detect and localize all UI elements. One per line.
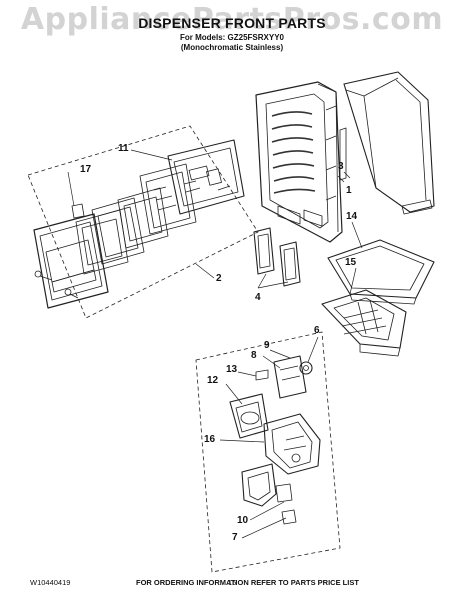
part-10-dispenser-paddle xyxy=(241,463,293,507)
callout-17: 17 xyxy=(80,164,92,175)
callout-11: 11 xyxy=(118,143,129,154)
screw-icon xyxy=(34,270,53,281)
screw-icon xyxy=(64,288,79,299)
model-line: For Models: GZ25FSRXYY0 xyxy=(179,33,285,42)
callout-3: 3 xyxy=(338,161,344,172)
part-7-plug xyxy=(281,509,297,525)
callout-6: 6 xyxy=(314,325,320,336)
callout-2: 2 xyxy=(216,273,222,284)
control-panel-bezel xyxy=(33,213,109,309)
callout-15: 15 xyxy=(345,257,357,268)
callout-8: 8 xyxy=(251,350,257,361)
part-4-light-lenses xyxy=(253,227,301,287)
part-2-control-panel-stack xyxy=(71,163,197,275)
page-number: 15 xyxy=(227,578,237,587)
callout-10: 10 xyxy=(237,515,249,526)
part-8-switch-assembly xyxy=(273,355,307,399)
page-title: DISPENSER FRONT PARTS xyxy=(138,15,326,31)
leader-lines xyxy=(67,149,363,539)
callout-9: 9 xyxy=(264,340,270,351)
callout-7: 7 xyxy=(232,532,238,543)
part-3-dispenser-cover xyxy=(339,71,435,215)
part-16-dispenser-mechanism xyxy=(263,413,321,475)
variant-line: (Monochromatic Stainless) xyxy=(180,43,284,52)
part-11-control-board xyxy=(167,139,245,215)
callout-4: 4 xyxy=(255,292,261,303)
document-number: W10440419 xyxy=(30,578,71,587)
part-14-drip-tray xyxy=(327,239,435,305)
part-15-tray-base xyxy=(321,289,407,357)
callout-13: 13 xyxy=(226,364,238,375)
watermark: AppliancePartsPros.com xyxy=(20,2,444,37)
part-13-small-fastener xyxy=(255,369,269,381)
part-9-gear-knob xyxy=(299,361,313,375)
callout-14: 14 xyxy=(346,211,358,222)
part-12-ice-chute xyxy=(229,393,269,439)
ordering-info: FOR ORDERING INFORMATION REFER TO PARTS … xyxy=(136,578,359,587)
callout-16: 16 xyxy=(204,434,216,445)
callout-12: 12 xyxy=(207,375,219,386)
group-outline-control-panel xyxy=(27,125,259,319)
callout-1: 1 xyxy=(346,185,352,196)
group-outline-dispenser-mechanism xyxy=(195,331,341,573)
part-1-dispenser-housing xyxy=(255,81,343,243)
